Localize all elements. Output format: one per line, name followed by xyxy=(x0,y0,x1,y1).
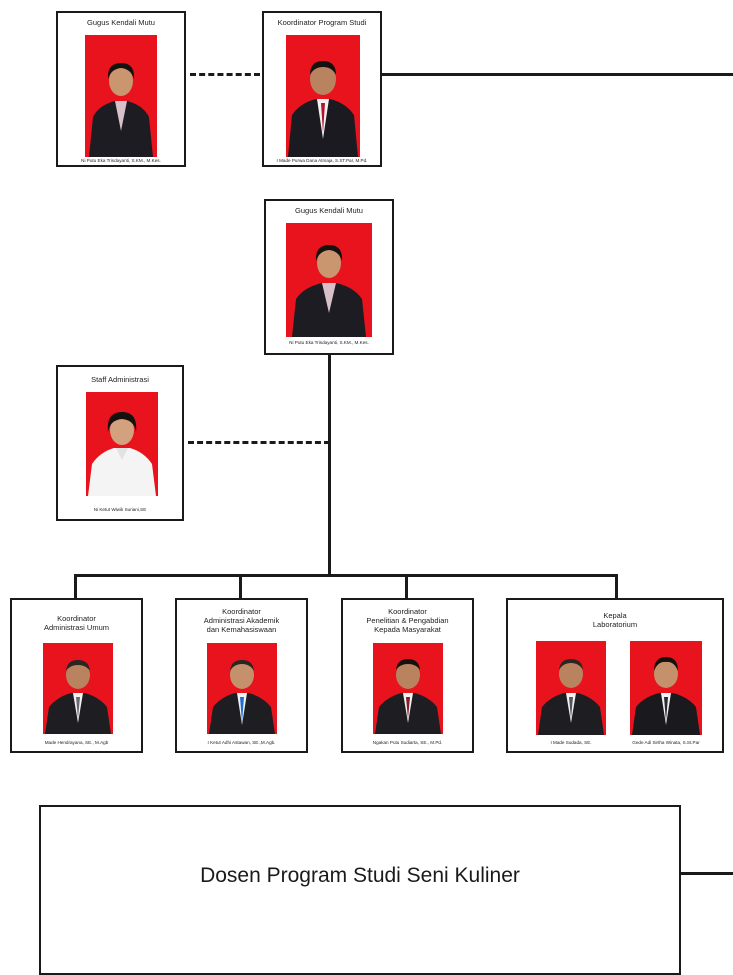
kaprodi-card: Koordinator Program Studi I Made Purwa D… xyxy=(262,11,382,167)
person-name: Ngakan Putu Sudiarta, SE., M.Pd. xyxy=(372,740,443,745)
card-title: Kepala Laboratorium xyxy=(592,611,638,629)
portrait-photo-1 xyxy=(536,641,606,735)
drop-line-2 xyxy=(239,574,242,600)
card-title: Koordinator Administrasi Umum xyxy=(43,614,109,632)
top-dashed-connector xyxy=(190,73,260,76)
card-title: Koordinator Penelitian & Pengabdian Kepa… xyxy=(366,607,449,634)
person-name: I Made Purwa Dana Atmaja, S.ST.Par, M.Pd… xyxy=(276,158,368,163)
lab-head-card: Kepala Laboratorium I Made Sudada, SE. G… xyxy=(506,598,724,753)
person-name: I Ketut Adhi Astawan, SE.,M.Agb. xyxy=(207,740,276,745)
card-title: Gugus Kendali Mutu xyxy=(87,18,155,27)
portrait-photo xyxy=(286,35,360,157)
person-name: Ni Putu Eka Trisdayanti, S.KM., M.Kes. xyxy=(289,340,369,345)
dosen-right-connector xyxy=(680,872,733,875)
portrait-photo xyxy=(43,643,113,734)
drop-line-3 xyxy=(405,574,408,600)
card-title: Koordinator Program Studi xyxy=(277,18,367,27)
coordinator-card-administrasi-umum: Koordinator Administrasi Umum Made Hendr… xyxy=(10,598,143,753)
dosen-label: Dosen Program Studi Seni Kuliner xyxy=(200,864,520,887)
person-name: Ni Putu Eka Trisdayanti, S.KM., M.Kes. xyxy=(81,158,161,163)
portrait-photo xyxy=(373,643,443,734)
portrait-photo xyxy=(286,223,372,337)
person-name: Made Hendrayana, SE., M.Agb xyxy=(44,740,109,745)
drop-line-4 xyxy=(615,574,618,600)
center-vertical-connector xyxy=(328,354,331,576)
portrait-photo-2 xyxy=(630,641,702,735)
coordinator-horizontal-bus xyxy=(74,574,618,577)
dosen-box: Dosen Program Studi Seni Kuliner xyxy=(39,805,681,975)
person-name: Ni Ketut Wiwik Suriani,SE xyxy=(93,507,147,512)
top-right-connector xyxy=(378,73,733,76)
coordinator-card-akademik: Koordinator Administrasi Akademik dan Ke… xyxy=(175,598,308,753)
card-title: Gugus Kendali Mutu xyxy=(295,206,363,215)
portrait-photo xyxy=(85,35,157,157)
drop-line-1 xyxy=(74,574,77,600)
gugus-card-top: Gugus Kendali Mutu Ni Putu Eka Trisdayan… xyxy=(56,11,186,167)
person-name-2: Gede Adi Sirtha Winata, S.St.Par xyxy=(632,740,700,745)
staff-dashed-connector xyxy=(188,441,330,444)
staff-card: Staff Administrasi Ni Ketut Wiwik Surian… xyxy=(56,365,184,521)
person-name-1: I Made Sudada, SE. xyxy=(550,740,592,745)
card-title: Koordinator Administrasi Akademik dan Ke… xyxy=(203,607,280,634)
card-title: Staff Administrasi xyxy=(91,375,149,384)
gugus-card-middle: Gugus Kendali Mutu Ni Putu Eka Trisdayan… xyxy=(264,199,394,355)
portrait-photo xyxy=(207,643,277,734)
coordinator-card-penelitian: Koordinator Penelitian & Pengabdian Kepa… xyxy=(341,598,474,753)
portrait-photo xyxy=(86,392,158,496)
